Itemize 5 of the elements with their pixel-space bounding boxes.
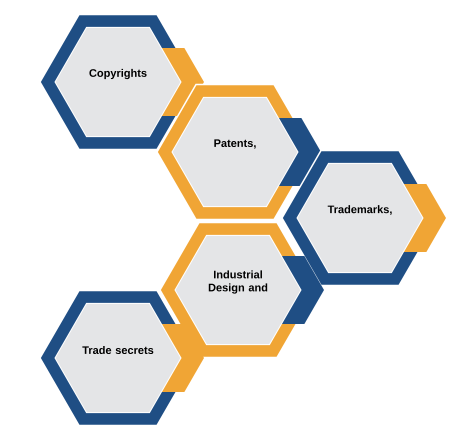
hexagon: Trademarks,	[281, 150, 446, 286]
hexagon: Trade secrets	[39, 290, 204, 426]
hexagon: Copyrights	[39, 14, 204, 150]
hexagon: Patents,	[156, 84, 321, 220]
hexagon: Industrial Design and	[159, 222, 324, 358]
